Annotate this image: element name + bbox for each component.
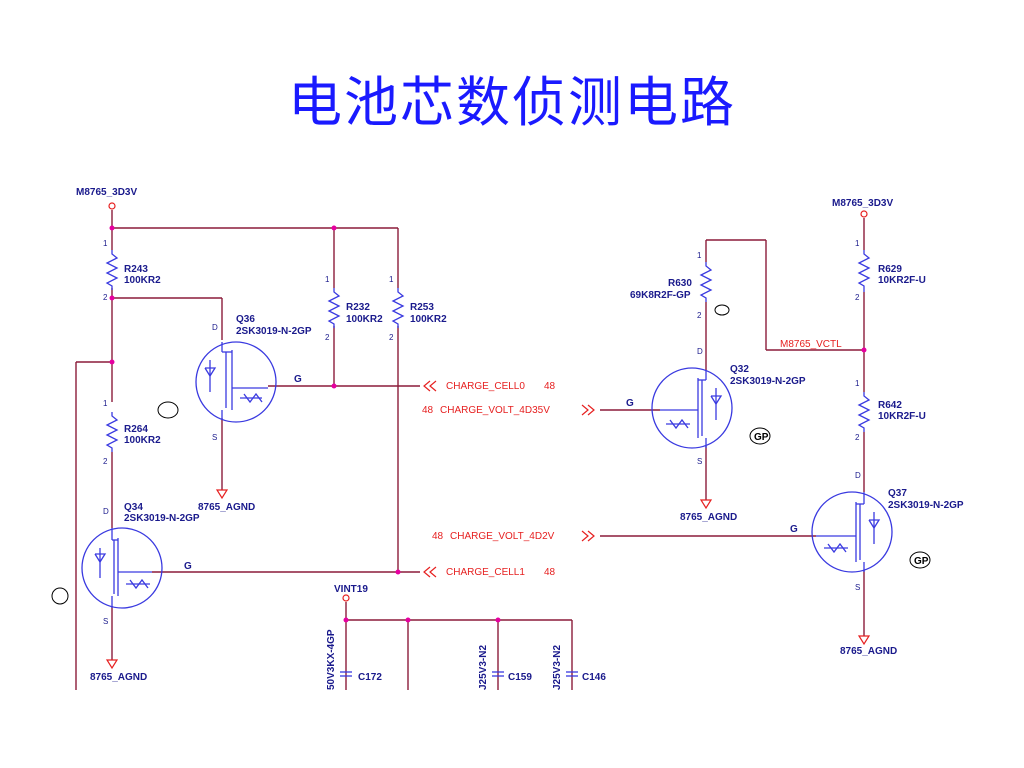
signal-volt-4d2v: CHARGE_VOLT_4D2V (450, 531, 555, 542)
pin-r629-2: 2 (855, 293, 860, 302)
resistor-r630 (699, 262, 713, 302)
signal-charge-cell1: CHARGE_CELL1 (446, 567, 525, 578)
pin-q37-d: D (855, 471, 861, 480)
r629-value: 10KR2F-U (878, 275, 926, 286)
c159-value: J25V3-N2 (478, 645, 489, 690)
r232-value: 100KR2 (346, 314, 383, 325)
c172-value: 50V3KX-4GP (326, 629, 337, 690)
net-gnd-q37: 8765_AGND (840, 646, 897, 657)
pin-q36-d: D (212, 323, 218, 332)
r629-ref: R629 (878, 264, 902, 275)
pin-q34-s: S (103, 617, 108, 626)
pin-r232-2: 2 (325, 333, 330, 342)
resistor-r243 (105, 250, 119, 290)
r253-value: 100KR2 (410, 314, 447, 325)
r243-value: 100KR2 (124, 275, 161, 286)
capacitor-bank (340, 594, 578, 690)
transistor-q34 (81, 527, 163, 609)
pin-r253-1: 1 (389, 275, 394, 284)
q32-value: 2SK3019-N-2GP (730, 376, 806, 387)
pin-r630-2: 2 (697, 311, 702, 320)
signal-volt-4d35v-ref: 48 (422, 405, 434, 416)
resistor-r629 (857, 250, 871, 292)
pin-r243-1: 1 (103, 239, 108, 248)
pin-r629-1: 1 (855, 239, 860, 248)
pin-r243-2: 2 (103, 293, 108, 302)
r253-ref: R253 (410, 302, 434, 313)
c146-value: J25V3-N2 (552, 645, 563, 690)
c172-ref: C172 (358, 672, 382, 683)
r642-value: 10KR2F-U (878, 411, 926, 422)
pin-q36-g: G (294, 374, 302, 385)
page-title: 电池芯数侦测电路 (288, 71, 736, 134)
pin-q37-g: G (790, 524, 798, 535)
transistor-q32 (651, 367, 733, 449)
pin-r642-1: 1 (855, 379, 860, 388)
pin-r232-1: 1 (325, 275, 330, 284)
r630-value: 69K8R2F-GP (630, 290, 691, 301)
net-vctl: M8765_VCTL (780, 339, 842, 350)
resistor-r232 (327, 288, 341, 328)
q34-ref: Q34 (124, 502, 143, 513)
r232-ref: R232 (346, 302, 370, 313)
net-gnd-q34: 8765_AGND (90, 672, 147, 683)
pin-r264-1: 1 (103, 399, 108, 408)
q36-value: 2SK3019-N-2GP (236, 326, 312, 337)
r642-ref: R642 (878, 400, 902, 411)
resistor-r642 (857, 392, 871, 432)
r243-ref: R243 (124, 264, 148, 275)
resistor-r253 (391, 288, 405, 328)
left-wires (75, 210, 420, 690)
q36-ref: Q36 (236, 314, 255, 325)
offpage-arrows (423, 380, 595, 578)
pin-q36-s: S (212, 433, 217, 442)
power-symbol-left (108, 202, 116, 210)
pin-q37-s: S (855, 583, 860, 592)
q32-ref: Q32 (730, 364, 749, 375)
pin-q34-g: G (184, 561, 192, 572)
pin-r264-2: 2 (103, 457, 108, 466)
q34-value: 2SK3019-N-2GP (124, 513, 200, 524)
r264-ref: R264 (124, 424, 148, 435)
ground-q37 (857, 635, 871, 646)
q37-value: 2SK3019-N-2GP (888, 500, 964, 511)
pin-r630-1: 1 (697, 251, 702, 260)
r630-ref: R630 (668, 278, 692, 289)
net-gnd-q32: 8765_AGND (680, 512, 737, 523)
net-vcc-right: M8765_3D3V (832, 198, 893, 209)
pin-r642-2: 2 (855, 433, 860, 442)
signal-charge-cell0: CHARGE_CELL0 (446, 381, 525, 392)
resistor-r264 (105, 412, 119, 452)
transistor-q36 (195, 341, 277, 423)
net-vcc-left: M8765_3D3V (76, 187, 137, 198)
signal-volt-4d2v-ref: 48 (432, 531, 444, 542)
pin-q32-s: S (697, 457, 702, 466)
ground-q36 (215, 489, 229, 500)
gp-mark-q37: GP (914, 556, 929, 567)
r264-value: 100KR2 (124, 435, 161, 446)
net-gnd-q36: 8765_AGND (198, 502, 255, 513)
power-symbol-right (860, 210, 868, 218)
transistor-q37 (811, 491, 893, 573)
q37-ref: Q37 (888, 488, 907, 499)
gp-marks (51, 304, 931, 605)
signal-charge-cell1-ref: 48 (544, 567, 556, 578)
pin-r253-2: 2 (389, 333, 394, 342)
c159-ref: C159 (508, 672, 532, 683)
right-wires (600, 218, 865, 636)
gp-mark-q32: GP (754, 432, 769, 443)
signal-charge-cell0-ref: 48 (544, 381, 556, 392)
pin-q32-g: G (626, 398, 634, 409)
pin-q32-d: D (697, 347, 703, 356)
ground-q32 (699, 499, 713, 510)
net-vint19: VINT19 (334, 584, 368, 595)
signal-volt-4d35v: CHARGE_VOLT_4D35V (440, 405, 550, 416)
c146-ref: C146 (582, 672, 606, 683)
pin-q34-d: D (103, 507, 109, 516)
ground-q34 (105, 659, 119, 670)
